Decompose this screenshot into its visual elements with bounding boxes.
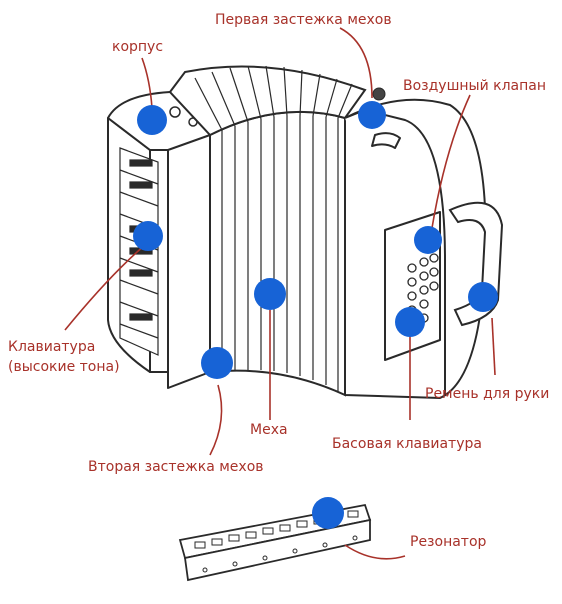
label-korpus: корпус <box>112 39 164 55</box>
marker-air-valve <box>414 226 442 254</box>
marker-second-clasp <box>201 347 233 379</box>
marker-korpus <box>137 105 167 135</box>
treble-keyboard <box>119 147 159 356</box>
marker-bellows <box>254 278 286 310</box>
bellows-folds <box>194 65 353 391</box>
marker-hand-strap <box>468 282 498 312</box>
first-clasp-knob <box>372 87 386 101</box>
marker-bass <box>395 307 425 337</box>
label-bellows: Меха <box>250 422 288 438</box>
label-hand-strap: Ремень для руки <box>425 386 550 402</box>
pointer-second-clasp <box>209 384 223 456</box>
pointer-korpus <box>141 57 153 109</box>
marker-keyboard <box>133 221 163 251</box>
label-second-clasp: Вторая застежка мехов <box>88 459 264 475</box>
marker-first-clasp <box>358 101 386 129</box>
label-air-valve: Воздушный клапан <box>403 78 547 94</box>
label-bass-keyboard: Басовая клавиатура <box>332 436 482 452</box>
markers <box>133 101 498 529</box>
pointer-hand-strap <box>491 317 496 376</box>
label-keyboard-high-line2: (высокие тона) <box>8 359 120 375</box>
pointer-lines <box>64 27 496 560</box>
marker-resonator <box>312 497 344 529</box>
label-first-clasp: Первая застежка мехов <box>215 12 392 28</box>
label-resonator: Резонатор <box>410 534 487 550</box>
bellows-drawing <box>168 65 367 397</box>
pointer-resonator <box>344 544 406 560</box>
bass-box <box>344 98 487 399</box>
pointer-first-clasp <box>339 27 373 99</box>
pointer-keyboard <box>64 244 146 331</box>
pointer-air-valve <box>431 94 471 229</box>
label-keyboard-high-line1: Клавиатура <box>8 339 96 355</box>
